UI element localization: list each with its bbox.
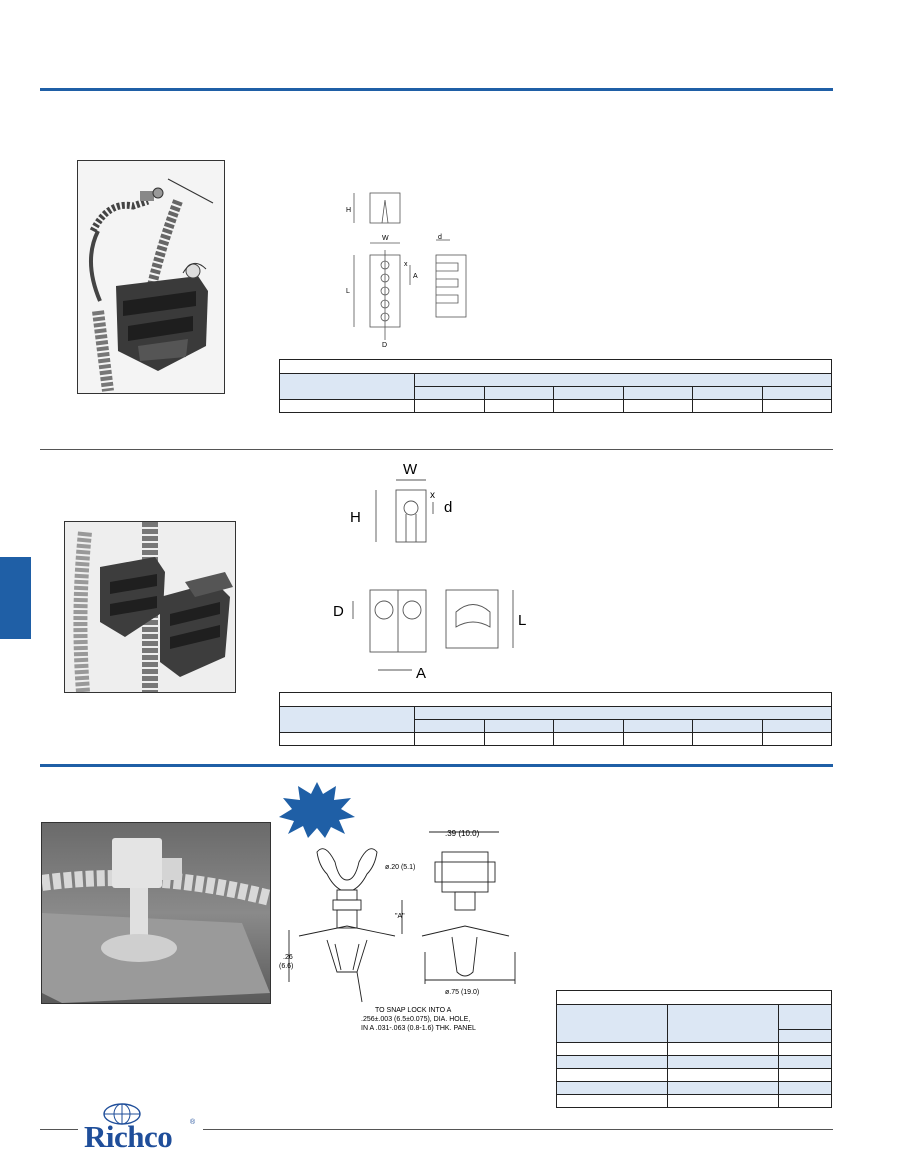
drawing1-label-dd: D	[382, 342, 387, 349]
drawing3-note-line-2: .256±.003 (6.5±0.075), DIA. HOLE,	[361, 1016, 470, 1023]
registered-mark: ®	[190, 1119, 196, 1126]
drawing2-label-l: L	[518, 612, 526, 629]
footer-rule-left	[40, 1129, 78, 1130]
technical-drawing-1: H W L A x d D	[340, 185, 480, 350]
drawing1-label-d: d	[438, 234, 442, 241]
technical-drawing-2: W H x d D L A	[308, 452, 536, 682]
spec-table-3	[556, 990, 832, 1108]
drawing3-note-line-1: TO SNAP LOCK INTO A	[375, 1007, 452, 1014]
globe-icon	[103, 1103, 141, 1125]
drawing2-label-h: H	[350, 509, 361, 526]
new-starburst-icon	[279, 782, 355, 838]
drawing2-label-dd: D	[333, 603, 344, 620]
section-divider-1	[40, 449, 833, 450]
drawing3-label-dia: ø.20 (5.1)	[385, 864, 415, 871]
drawing2-label-a: A	[416, 665, 426, 682]
product-photo-1	[77, 160, 225, 394]
drawing1-label-l: L	[346, 288, 350, 295]
spec-table-1	[279, 359, 832, 413]
section-side-tab	[0, 557, 31, 639]
drawing1-label-x: x	[404, 261, 408, 268]
technical-drawing-3: .39 (10.0) ø.20 (5.1) "A" .26 (6.6) ø.75…	[277, 822, 539, 1034]
drawing3-label-height-in: .26	[283, 954, 293, 961]
product-photo-3	[41, 822, 271, 1004]
drawing3-label-base-dia: ø.75 (19.0)	[445, 989, 479, 996]
drawing2-label-x: x	[430, 490, 435, 501]
product-photo-2	[64, 521, 236, 693]
drawing3-label-height-mm: (6.6)	[279, 963, 293, 970]
drawing3-note-line-3: IN A .031-.063 (0.8-1.6) THK. PANEL	[361, 1025, 476, 1032]
richco-logo: Richco ®	[80, 1103, 200, 1154]
drawing1-label-a: A	[413, 273, 418, 280]
drawing2-label-d: d	[444, 499, 452, 516]
spec-table-2	[279, 692, 832, 746]
drawing1-label-h: H	[346, 207, 351, 214]
footer-rule-right	[203, 1129, 833, 1130]
drawing3-label-width: .39 (10.0)	[445, 829, 480, 838]
drawing2-label-w: W	[403, 461, 418, 478]
logo-wordmark: Richco	[84, 1119, 173, 1154]
header-rule	[40, 88, 833, 91]
drawing3-label-a: "A"	[395, 913, 405, 920]
drawing1-label-w: W	[382, 235, 389, 242]
section-divider-2	[40, 764, 833, 767]
